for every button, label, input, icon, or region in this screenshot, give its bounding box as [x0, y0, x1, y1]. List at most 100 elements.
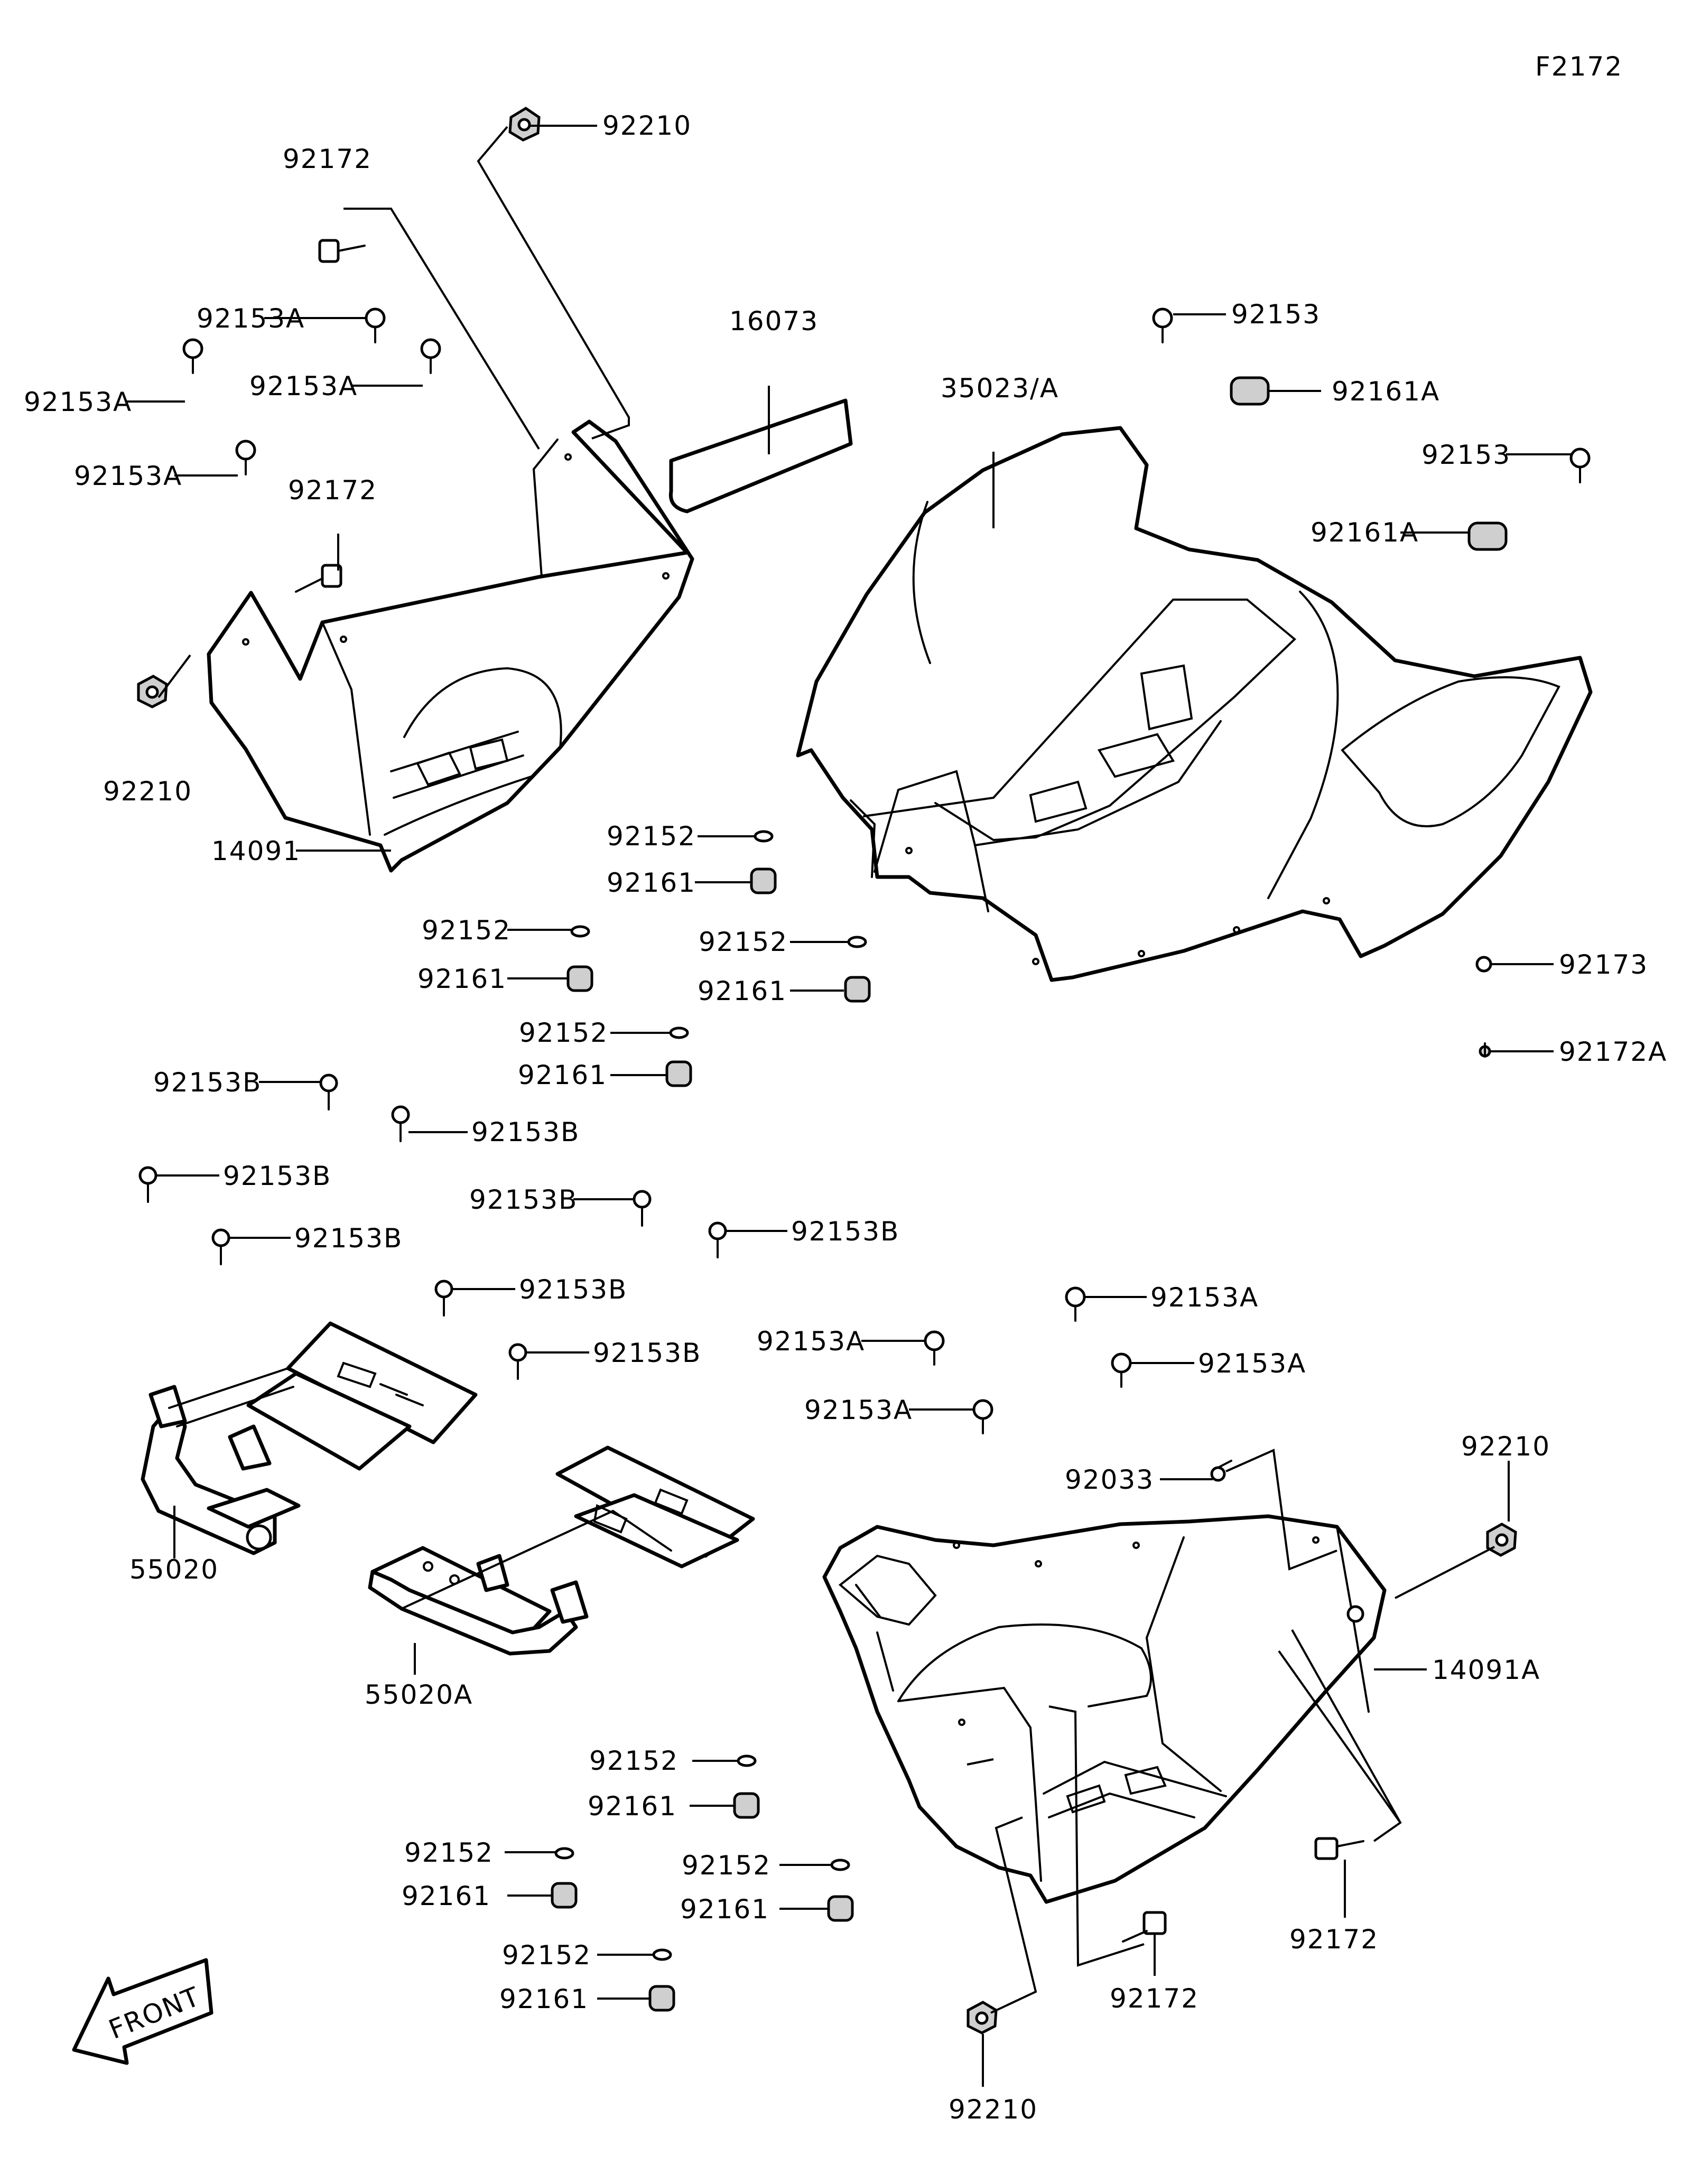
label-92152-b: 92152	[422, 915, 511, 946]
nut-92210-left	[137, 675, 168, 708]
grommet-92161A-b	[1467, 521, 1508, 551]
label-92172-mid: 92172	[288, 475, 377, 506]
label-14091: 14091	[211, 836, 301, 866]
label-92161-d: 92161	[518, 1060, 607, 1090]
label-92152-g: 92152	[682, 1850, 771, 1881]
label-92152-e: 92152	[589, 1746, 679, 1776]
label-35023A: 35023/A	[941, 373, 1059, 404]
diagram-code: F2172	[1535, 51, 1623, 82]
label-92153B-b: 92153B	[471, 1117, 580, 1147]
screw-92153B-d	[633, 1190, 652, 1227]
label-92153B-c: 92153B	[223, 1161, 331, 1191]
label-92210-right: 92210	[1461, 1431, 1550, 1462]
washer-92152-g	[830, 1859, 850, 1871]
label-92152-h: 92152	[502, 1940, 591, 1971]
screw-92172A	[1479, 1042, 1491, 1058]
label-92153B-f: 92153B	[791, 1216, 899, 1247]
grommet-92161-a	[750, 867, 777, 894]
grommet-92161-d	[665, 1060, 692, 1087]
label-92153A-g: 92153A	[1198, 1348, 1306, 1379]
label-92153B-g: 92153B	[519, 1274, 627, 1305]
label-92152-c: 92152	[699, 927, 788, 957]
washer-92152-h	[652, 1948, 672, 1961]
screw-92153B-a	[319, 1074, 338, 1110]
footrest-55020A	[368, 1445, 755, 1656]
nut-92210-bottom	[967, 2001, 998, 2034]
label-92153B-a: 92153B	[153, 1067, 262, 1098]
label-92153B-d: 92153B	[469, 1184, 578, 1215]
screw-92153A-d	[235, 440, 256, 475]
label-92153B-h: 92153B	[593, 1338, 701, 1368]
label-92153A-h: 92153A	[804, 1395, 913, 1425]
washer-92152-f	[554, 1847, 574, 1860]
label-92161A-b: 92161A	[1311, 517, 1419, 548]
leader-lines	[127, 125, 1572, 2087]
washer-92152-d	[669, 1026, 689, 1039]
screw-92153A-a	[365, 307, 386, 343]
footrest-55020	[141, 1321, 478, 1555]
screw-92153A-g	[1111, 1352, 1132, 1388]
front-arrow-icon: FRONT	[72, 1958, 213, 2065]
label-92153-a: 92153	[1231, 299, 1321, 330]
label-92152-a: 92152	[607, 821, 696, 852]
label-92152-d: 92152	[519, 1018, 608, 1048]
label-92210-left: 92210	[103, 776, 192, 807]
label-92210-top: 92210	[602, 110, 692, 141]
grommet-92161-b	[566, 965, 593, 992]
label-92153A-b: 92153A	[24, 387, 132, 417]
label-92161-a: 92161	[607, 867, 696, 898]
label-92153A-f: 92153A	[757, 1326, 865, 1357]
bolt-92172-mid	[295, 564, 342, 593]
screw-92153-a	[1152, 307, 1173, 343]
label-92033: 92033	[1065, 1464, 1154, 1495]
clip-92173	[1475, 956, 1492, 973]
label-92153A-d: 92153A	[74, 461, 182, 491]
screw-92153A-b	[182, 338, 203, 374]
label-14091A: 14091A	[1432, 1655, 1540, 1685]
screw-92033	[1210, 1460, 1232, 1482]
label-92173: 92173	[1559, 949, 1648, 980]
label-92161-c: 92161	[698, 976, 787, 1006]
label-92153A-e: 92153A	[1150, 1282, 1259, 1313]
front-fender-left	[207, 419, 694, 873]
label-92161-f: 92161	[402, 1881, 491, 1911]
label-92172A: 92172A	[1559, 1037, 1667, 1067]
label-92153B-e: 92153B	[294, 1223, 403, 1254]
label-92161-b: 92161	[417, 964, 507, 994]
label-16073: 16073	[729, 306, 819, 337]
label-92172-top: 92172	[283, 144, 372, 174]
screw-92153A-c	[420, 338, 441, 374]
screw-92153B-e	[211, 1228, 230, 1265]
label-92153-b: 92153	[1421, 440, 1511, 470]
screw-92153A-e	[1065, 1286, 1086, 1322]
bolt-92172-top	[318, 239, 366, 263]
screw-92153B-f	[708, 1221, 727, 1258]
label-92153A-a: 92153A	[197, 303, 305, 334]
label-55020: 55020	[129, 1554, 219, 1585]
grommet-92161-g	[827, 1895, 854, 1922]
screw-92153B-c	[138, 1166, 157, 1203]
washer-92152-a	[754, 830, 774, 843]
label-92161-h: 92161	[499, 1984, 589, 2014]
label-92161A-a: 92161A	[1332, 376, 1440, 407]
label-92152-f: 92152	[404, 1837, 494, 1868]
rear-fender	[796, 426, 1593, 982]
label-92172-bottom: 92172	[1110, 1983, 1199, 2014]
nut-92210-top	[508, 107, 541, 142]
label-55020A: 55020A	[365, 1679, 473, 1710]
label-92161-g: 92161	[680, 1894, 769, 1925]
grommet-92161A-a	[1230, 376, 1270, 406]
front-fender-right	[822, 1514, 1387, 1904]
label-92210-bottom: 92210	[949, 2094, 1038, 2125]
screw-92153B-g	[434, 1280, 453, 1317]
label-92153A-c: 92153A	[249, 371, 358, 402]
bolt-92172-bottom	[1122, 1911, 1167, 1943]
grommet-92161-f	[551, 1882, 578, 1909]
bolt-92172-right	[1314, 1837, 1364, 1860]
screw-92153-b	[1569, 447, 1591, 483]
nut-92210-right	[1486, 1523, 1517, 1557]
part-labels: 92210 92172 92153A 92153A 92153A 92153A …	[24, 110, 1667, 2125]
grommet-92161-c	[844, 976, 871, 1003]
label-92161-e: 92161	[588, 1791, 677, 1822]
washer-92152-e	[737, 1754, 757, 1767]
